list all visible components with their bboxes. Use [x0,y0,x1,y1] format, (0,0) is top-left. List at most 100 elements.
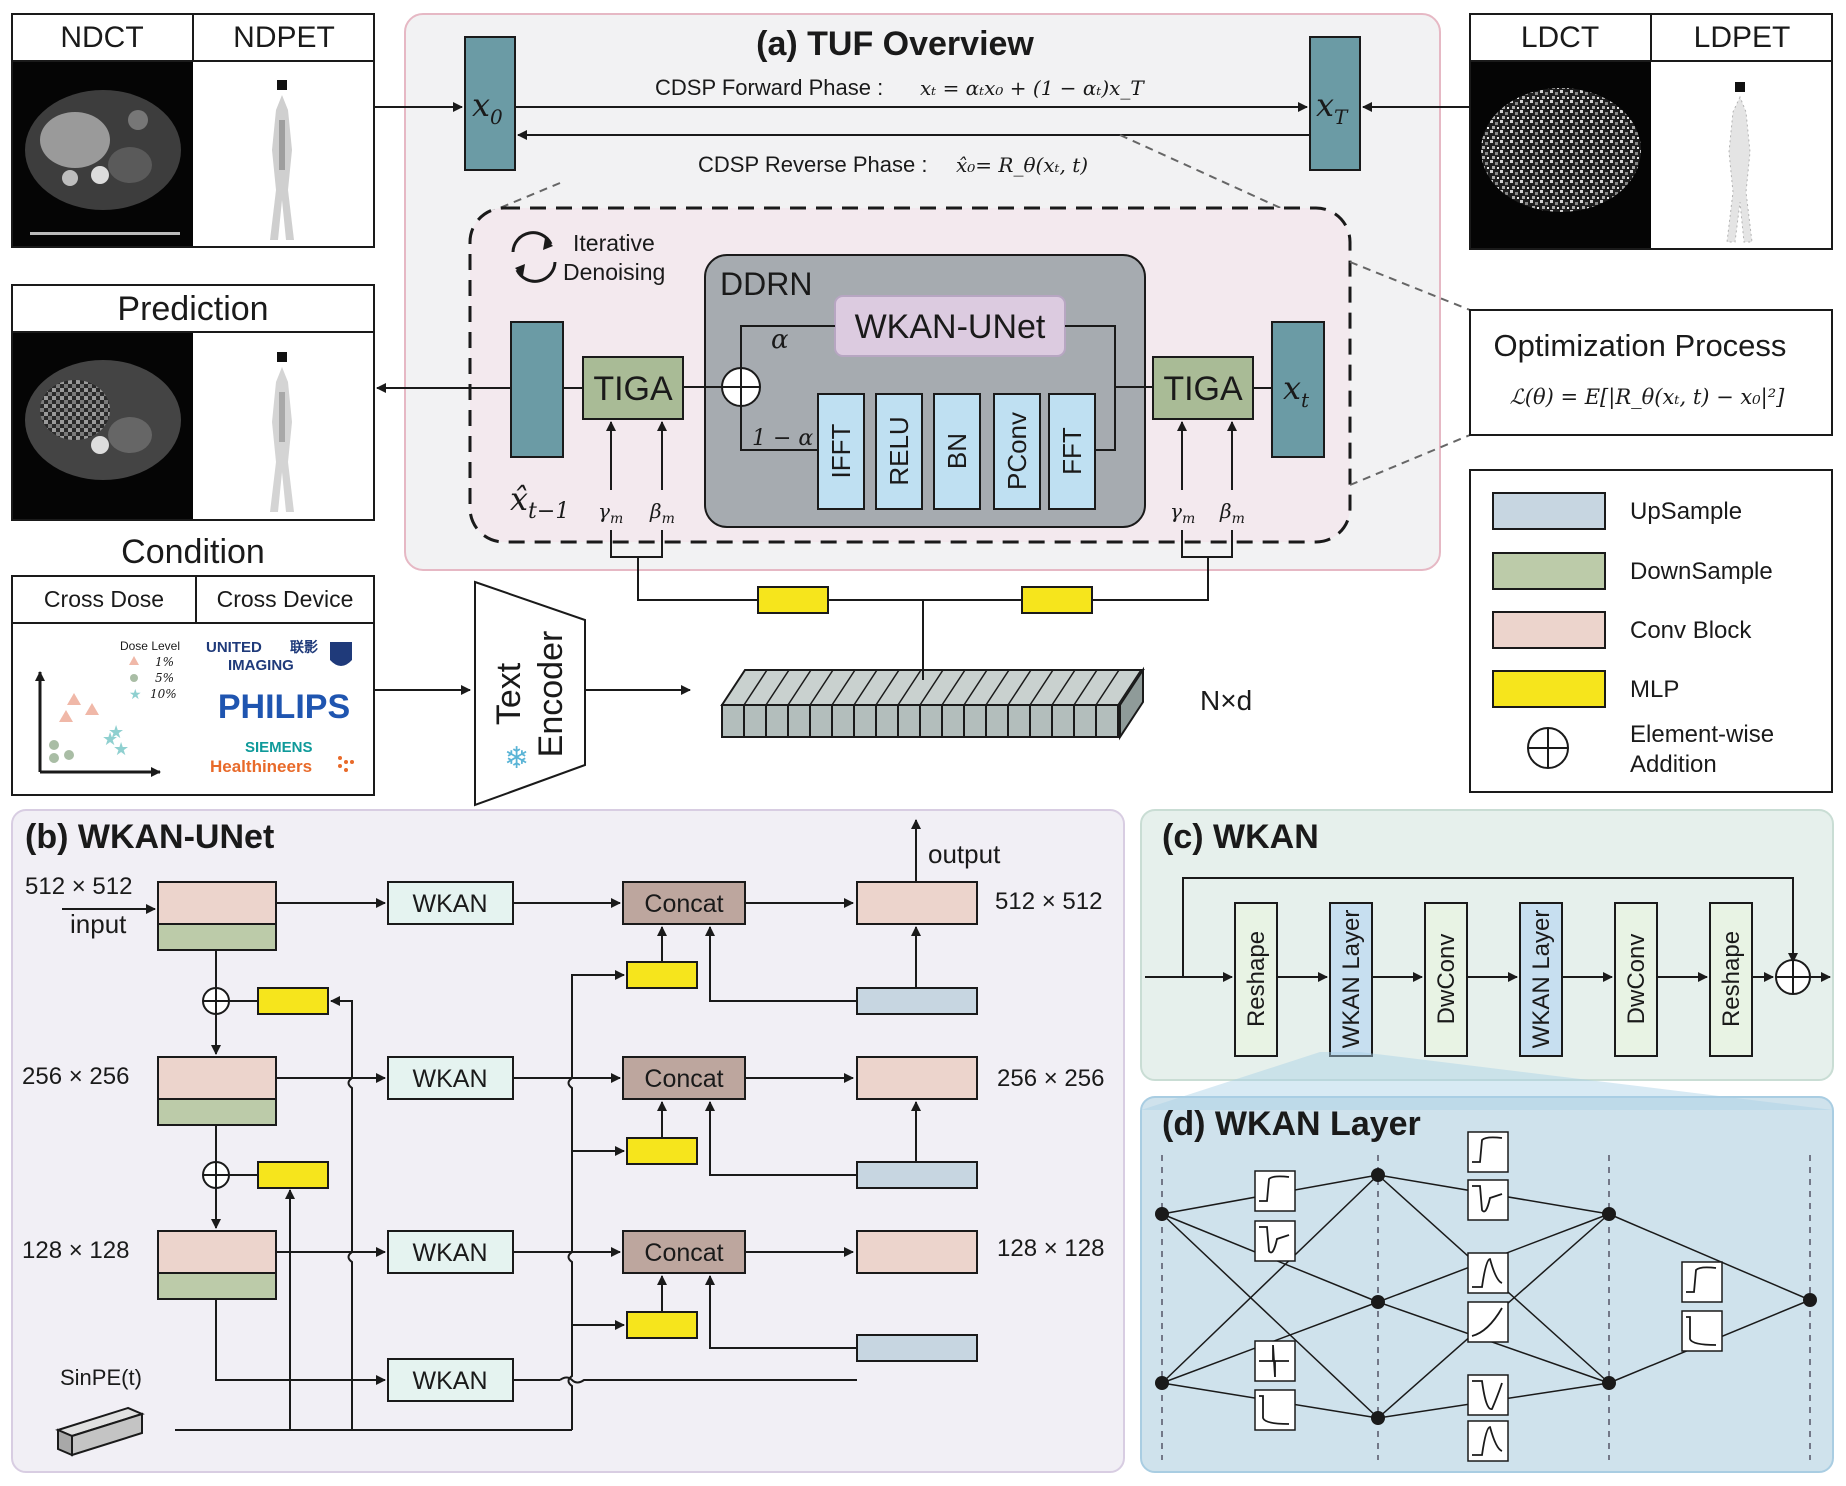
panel-b-title: (b) WKAN-UNet [25,818,274,856]
ddrn-op-fft [1048,393,1096,510]
encoder-blocks [157,881,277,1300]
wkan-chain-label: DwConv [1623,934,1650,1025]
svg-text:★: ★ [113,739,129,759]
star-marker: ★ [129,686,142,702]
wkan-block-label: WKAN [413,1239,488,1267]
xhat-block [510,321,564,458]
kan-node [1602,1376,1616,1390]
svg-text:★: ★ [102,729,118,749]
output-label: output [928,839,1001,869]
xt-block [1271,321,1325,458]
embedding-token [963,704,987,738]
ddrn-op-label: IFFT [826,423,856,478]
embedding-token-edge [963,669,988,706]
svg-text:★: ★ [108,722,124,742]
beta-right: βm [1219,499,1245,527]
xT-block [1309,36,1361,171]
embedding-token-edge [1029,669,1054,706]
denoising-label: Denoising [563,259,665,285]
ndct-label: NDCT [60,21,143,54]
healthineers-logo: Healthineers [210,757,312,776]
wkan-chain-label: WKAN Layer [1338,910,1365,1049]
forward-phase-eq: xₜ = αₜx₀ + (1 − αₜ)x_T [920,76,1145,100]
wkan-unet-label: WKAN-UNet [855,308,1046,346]
mlp-c1 [626,961,698,989]
wkan-chain-label: Reshape [1718,931,1745,1027]
refresh-icon [511,231,557,283]
embedding-side [1119,666,1144,741]
text-encoder-line1: Text [490,662,528,725]
panel-a-title: (a) TUF Overview [756,25,1034,63]
mlp-right [1021,586,1093,614]
concat-block-label: Concat [644,1065,723,1093]
spline-curve [1472,1185,1503,1213]
embedding-token-edge [1073,669,1098,706]
embedding-token [743,704,767,738]
legend-label: UpSample [1630,498,1742,525]
embedding-token-edge [875,669,900,706]
embedding-token [941,704,965,738]
wkan-block-label: WKAN [413,1065,488,1093]
embedding-token-edge [853,669,878,706]
spline-curve [1686,1266,1717,1293]
panel-c-title: (c) WKAN [1162,818,1319,856]
embedding-token-edge [1007,669,1032,706]
concat-block-0 [622,881,746,925]
legend-swatch-2 [1492,611,1606,649]
xT-label: xT [1316,86,1349,129]
embedding-label: N×d [1200,685,1252,716]
res-256-right: 256 × 256 [997,1065,1104,1092]
ndpet-label: NDPET [233,21,335,54]
cross-device-label: Cross Device [217,586,354,612]
forward-phase-label: CDSP Forward Phase : [655,75,883,100]
wkan-chain-block-0 [1234,902,1278,1057]
wkan-chain-label: Reshape [1243,931,1270,1027]
optimization-box [1469,309,1833,436]
wkan-chain-block-3 [1519,902,1563,1057]
ddrn-op-pconv [993,393,1041,510]
embedding-token [721,704,745,738]
legend-swatch-0 [1492,492,1606,530]
res-512-left: 512 × 512 [25,873,132,900]
prediction-block: Prediction [11,284,375,521]
spline-curve [1259,1175,1290,1202]
spline-curve [1472,1258,1503,1288]
embedding-token-edge [831,669,856,706]
embedding-token [1051,704,1075,738]
embedding-token-edge [743,669,768,706]
kan-edge [1161,1174,1379,1384]
res-128-left: 128 × 128 [22,1237,129,1264]
embedding-token-edge [897,669,922,706]
snowflake-icon: ❄ [504,741,529,776]
reverse-phase-eq: x̂₀= R_θ(xₜ, t) [956,153,1088,177]
tiga-right-label: TIGA [1163,370,1243,408]
kan-node [1155,1376,1169,1390]
wkan-chain-block-2 [1424,902,1468,1057]
gamma-right: γm [1170,499,1195,527]
dose-10: 10% [150,687,177,701]
united-imaging-logo: UNITED [206,639,262,656]
embedding-token [1029,704,1053,738]
panel-d-title: (d) WKAN Layer [1162,1105,1421,1143]
embedding-token [1073,704,1097,738]
res-128-right: 128 × 128 [997,1235,1104,1262]
sinpe-block [55,1406,145,1457]
legend-add-line1: Element-wise [1630,721,1774,748]
spline-curve [1472,1136,1503,1163]
res-256-left: 256 × 256 [22,1063,129,1090]
beta-left: βm [649,499,675,527]
mlp-left [757,586,829,614]
wkan-block-label: WKAN [413,890,488,918]
iterative-label: Iterative [573,230,655,256]
ddrn-op-bn [933,393,981,510]
spline-curve [1471,1307,1503,1337]
tiga-left [582,356,684,420]
embedding-token [897,704,921,738]
embedding-token [985,704,1009,738]
ddrn-label: DDRN [720,266,812,302]
concat-block-label: Concat [644,1239,723,1267]
ddrn-op-relu [875,393,923,510]
embedding-token-edge [985,669,1010,706]
